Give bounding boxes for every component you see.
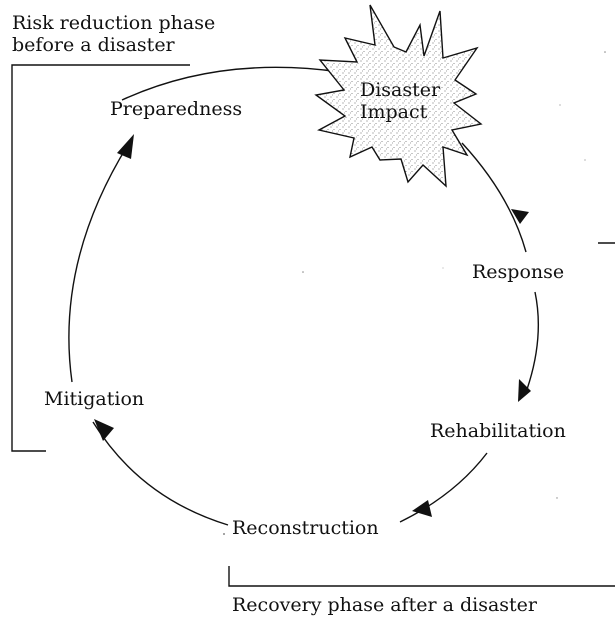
arrowhead-reconstruction: [412, 500, 432, 517]
disaster-impact-line-1: Disaster: [360, 79, 441, 101]
cycle-arrowheads: [94, 134, 531, 517]
arc-impact-to-response: [461, 142, 527, 253]
disaster-impact-line-2: Impact: [360, 101, 428, 123]
stage-response: Response: [472, 261, 565, 283]
arc-response-to-rehabilitation: [524, 291, 540, 396]
disaster-impact-starburst: [314, 4, 483, 188]
arrowhead-response: [511, 209, 529, 224]
recovery-phase-label: Recovery phase after a disaster: [232, 594, 537, 616]
stage-rehabilitation: Rehabilitation: [430, 420, 566, 442]
arc-rehabilitation-to-reconstruction: [399, 452, 488, 523]
arc-mitigation-to-preparedness: [68, 139, 132, 383]
disaster-impact-label: Disaster Impact: [360, 79, 441, 123]
risk-reduction-line-2: before a disaster: [12, 34, 175, 56]
arc-reconstruction-to-mitigation: [92, 421, 229, 526]
arrowhead-mitigation: [94, 419, 114, 441]
stage-reconstruction: Reconstruction: [232, 517, 379, 539]
print-specks: [223, 51, 606, 535]
risk-reduction-phase-label: Risk reduction phase before a disaster: [12, 12, 215, 56]
risk-reduction-line-1: Risk reduction phase: [12, 12, 216, 34]
stage-mitigation: Mitigation: [44, 388, 145, 410]
risk-reduction-bracket: [11, 64, 190, 452]
stage-preparedness: Preparedness: [110, 98, 243, 120]
arc-preparedness-to-impact: [121, 66, 341, 101]
arrowhead-rehabilitation: [518, 379, 531, 402]
recovery-bracket: [228, 566, 615, 587]
arrowhead-preparedness: [117, 134, 134, 159]
cycle-arcs: [68, 66, 540, 526]
